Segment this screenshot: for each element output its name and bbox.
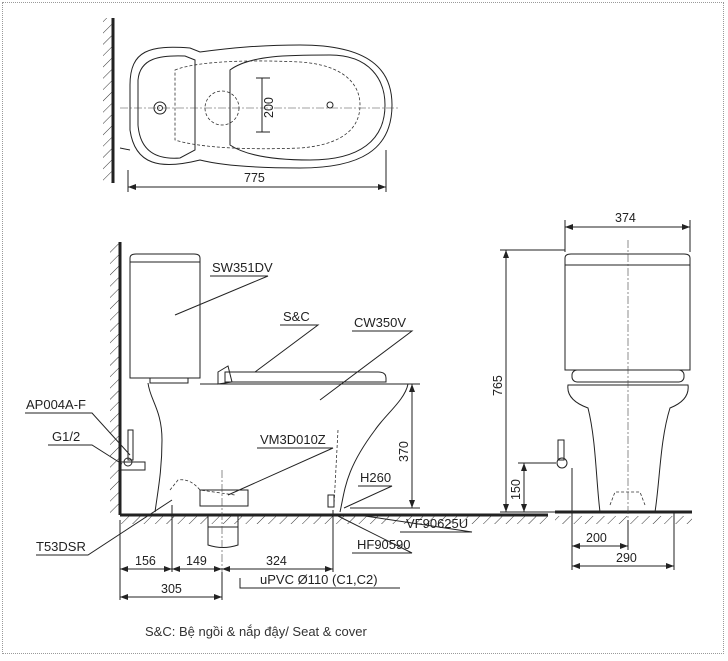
front-view: 374 765 150 200 290 xyxy=(491,211,692,570)
label-fix-bolt: HF90590 xyxy=(357,537,410,552)
dim-305: 305 xyxy=(161,582,182,596)
drawing-frame xyxy=(2,2,724,654)
dim-290: 290 xyxy=(616,551,637,565)
caption: S&C: Bệ ngồi & nắp đậy/ Seat & cover xyxy=(145,624,368,639)
dim-front-width: 374 xyxy=(615,211,636,225)
label-supply-hose: T53DSR xyxy=(36,539,86,554)
dim-top-width: 200 xyxy=(262,97,276,118)
dim-top-length: 775 xyxy=(244,171,265,185)
label-bolt-cap: H260 xyxy=(360,470,391,485)
label-floor-fix: VF90625U xyxy=(406,516,468,531)
dim-149: 149 xyxy=(186,554,207,568)
dim-supply-height: 150 xyxy=(509,479,523,500)
dim-200: 200 xyxy=(586,531,607,545)
dim-seat-height: 370 xyxy=(397,441,411,462)
label-thread: G1/2 xyxy=(52,429,80,444)
top-view: 200 775 xyxy=(103,18,400,192)
label-angle-valve: AP004A-F xyxy=(26,397,86,412)
label-bowl: CW350V xyxy=(354,315,406,330)
dim-total-height: 765 xyxy=(491,375,505,396)
label-flange: VM3D010Z xyxy=(260,432,326,447)
label-pipe: uPVC Ø110 (C1,C2) xyxy=(260,572,378,587)
dim-156: 156 xyxy=(135,554,156,568)
dim-324: 324 xyxy=(266,554,287,568)
label-seat: S&C xyxy=(283,309,310,324)
label-tank: SW351DV xyxy=(212,260,273,275)
side-view: 370 156 149 324 305 SW351DV S&C CW350V A… xyxy=(25,242,548,600)
